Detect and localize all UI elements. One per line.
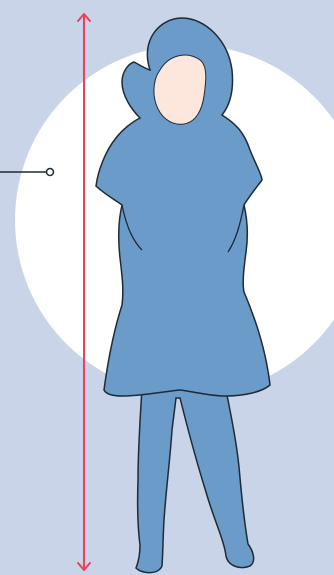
illustration-stage — [0, 0, 334, 575]
child-height-illustration — [0, 0, 334, 575]
